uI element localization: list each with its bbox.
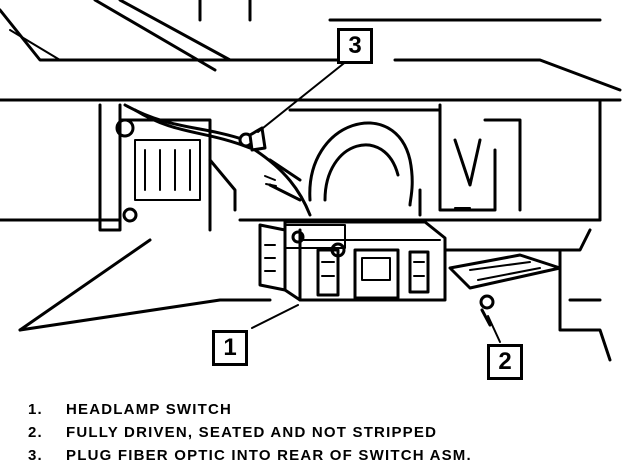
legend-item-1: 1. HEADLAMP SWITCH	[28, 398, 608, 421]
legend-text: FULLY DRIVEN, SEATED AND NOT STRIPPED	[66, 421, 437, 444]
callout-1: 1	[212, 330, 248, 366]
legend-number: 3.	[28, 444, 66, 467]
legend-item-3: 3. PLUG FIBER OPTIC INTO REAR OF SWITCH …	[28, 444, 608, 467]
legend-item-2: 2. FULLY DRIVEN, SEATED AND NOT STRIPPED	[28, 421, 608, 444]
legend: 1. HEADLAMP SWITCH 2. FULLY DRIVEN, SEAT…	[28, 398, 608, 467]
legend-number: 2.	[28, 421, 66, 444]
legend-text: PLUG FIBER OPTIC INTO REAR OF SWITCH ASM…	[66, 444, 472, 467]
headlamp-switch	[260, 222, 445, 300]
legend-text: HEADLAMP SWITCH	[66, 398, 232, 421]
dashboard-upper	[0, 0, 620, 100]
steering-column-opening	[270, 110, 440, 205]
screw-area	[450, 255, 560, 325]
callout-3: 3	[337, 28, 373, 64]
right-bracket	[420, 105, 520, 215]
legend-number: 1.	[28, 398, 66, 421]
callout-2: 2	[487, 344, 523, 380]
